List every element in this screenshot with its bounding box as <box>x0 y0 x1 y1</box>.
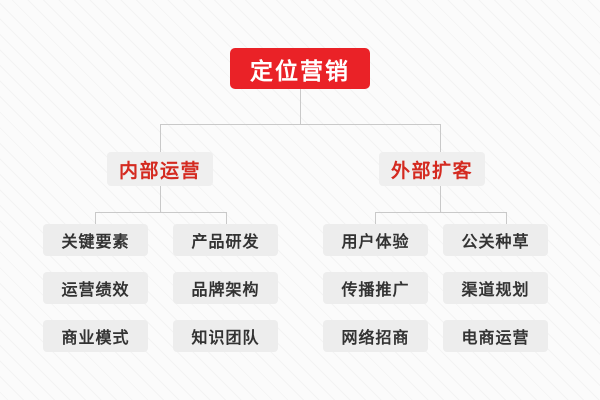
branch-node-internal-operations[interactable]: 内部运营 <box>107 152 213 186</box>
connector-root-to-branch-left <box>160 124 161 152</box>
connector-branch-right-col1 <box>375 212 376 224</box>
connector-branch-left-horizontal <box>95 212 226 213</box>
leaf-node[interactable]: 电商运营 <box>443 320 548 352</box>
leaf-node[interactable]: 运营绩效 <box>43 272 148 304</box>
branch-node-external-expansion[interactable]: 外部扩客 <box>379 152 485 186</box>
leaf-node[interactable]: 渠道规划 <box>443 272 548 304</box>
leaf-node[interactable]: 知识团队 <box>173 320 278 352</box>
connector-branch-left-col1 <box>95 212 96 224</box>
connector-branch-left-vertical <box>160 186 161 212</box>
leaf-node[interactable]: 用户体验 <box>323 224 428 256</box>
connector-root-vertical <box>300 89 301 124</box>
leaf-node[interactable]: 品牌架构 <box>173 272 278 304</box>
connector-branch-left-col2 <box>226 212 227 224</box>
leaf-node[interactable]: 传播推广 <box>323 272 428 304</box>
leaf-node[interactable]: 网络招商 <box>323 320 428 352</box>
root-node-positioning-marketing[interactable]: 定位营销 <box>230 48 370 89</box>
connector-root-horizontal <box>160 124 441 125</box>
connector-branch-right-horizontal <box>375 212 506 213</box>
connector-root-to-branch-right <box>440 124 441 152</box>
connector-branch-right-col2 <box>506 212 507 224</box>
leaf-node[interactable]: 公关种草 <box>443 224 548 256</box>
connector-branch-right-vertical <box>440 186 441 212</box>
leaf-node[interactable]: 商业模式 <box>43 320 148 352</box>
leaf-node[interactable]: 产品研发 <box>173 224 278 256</box>
leaf-node[interactable]: 关键要素 <box>43 224 148 256</box>
